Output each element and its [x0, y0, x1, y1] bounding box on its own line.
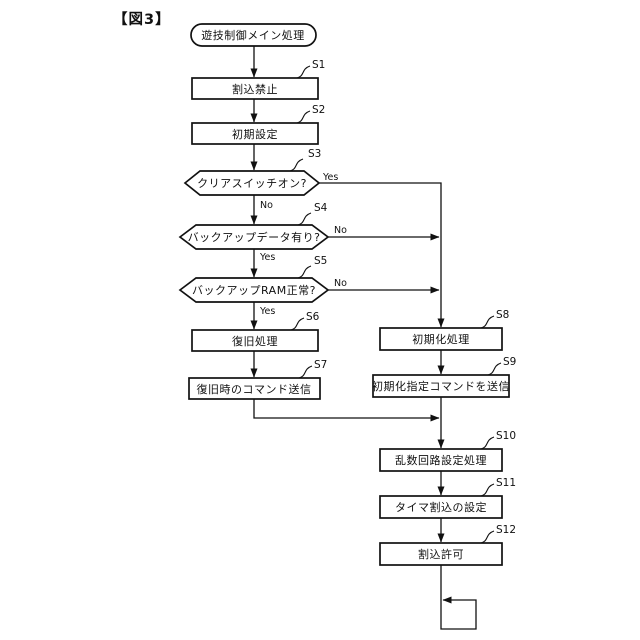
- s1-label: 割込禁止: [232, 82, 278, 96]
- s5-no-label: No: [334, 278, 347, 289]
- step-s10-process: 乱数回路設定処理 S10: [379, 430, 516, 472]
- s12-step-number: S12: [496, 524, 516, 536]
- s11-box: [379, 495, 503, 519]
- step-s2-process: 初期設定 S2: [191, 104, 325, 145]
- s3-hexagon: [183, 170, 321, 196]
- s1-leader-line: [296, 65, 311, 79]
- s6-leader-line: [290, 317, 305, 331]
- s11-step-number: S11: [496, 477, 516, 489]
- s2-label: 初期設定: [232, 127, 278, 141]
- s1-step-number: S1: [312, 59, 325, 71]
- step-s3-decision: クリアスイッチオン? S3: [183, 148, 321, 196]
- s8-label: 初期化処理: [412, 332, 470, 346]
- step-s8-process: 初期化処理 S8: [379, 309, 509, 351]
- branch-labels: Yes No No Yes No Yes: [259, 172, 347, 317]
- s5-leader-line: [297, 265, 312, 279]
- s2-step-number: S2: [312, 104, 325, 116]
- s9-leader-line: [487, 362, 502, 376]
- s8-leader-line: [480, 315, 495, 329]
- s5-step-number: S5: [314, 255, 327, 267]
- step-s11-process: タイマ割込の設定 S11: [379, 477, 516, 519]
- edges: [250, 46, 477, 630]
- s4-no-label: No: [334, 225, 347, 236]
- s6-label: 復旧処理: [232, 335, 278, 348]
- s5-yes-label: Yes: [259, 306, 275, 317]
- s7-step-number: S7: [314, 359, 327, 371]
- step-s6-process: 復旧処理 S6: [191, 311, 320, 352]
- s8-box: [379, 327, 503, 351]
- s8-step-number: S8: [496, 309, 509, 321]
- s10-box: [379, 448, 503, 472]
- edge-s12-loop: [440, 565, 477, 630]
- s3-no-label: No: [260, 200, 273, 211]
- step-s12-process: 割込許可 S12: [379, 524, 516, 566]
- s7-box: [188, 377, 321, 400]
- s9-box: [372, 374, 510, 398]
- s11-leader-line: [480, 483, 495, 497]
- start-terminal-label: 遊技制御メイン処理: [201, 28, 305, 42]
- start-terminal: 遊技制御メイン処理: [190, 23, 317, 47]
- s9-label: 初期化指定コマンドを送信: [372, 379, 510, 393]
- s3-label: クリアスイッチオン?: [197, 177, 307, 190]
- s7-label: 復旧時のコマンド送信: [197, 382, 312, 396]
- s4-yes-label: Yes: [259, 252, 275, 263]
- s4-label: バックアップデータ有り?: [188, 230, 321, 244]
- s3-step-number: S3: [308, 148, 321, 160]
- step-s9-process: 初期化指定コマンドを送信 S9: [372, 356, 516, 398]
- s10-leader-line: [480, 436, 495, 450]
- step-s7-process: 復旧時のコマンド送信 S7: [188, 359, 327, 400]
- s2-leader-line: [296, 110, 311, 124]
- s5-hexagon: [178, 277, 330, 303]
- s11-label: タイマ割込の設定: [395, 500, 487, 514]
- s12-leader-line: [480, 530, 495, 544]
- s7-leader-line: [298, 365, 313, 379]
- step-s4-decision: バックアップデータ有り? S4: [178, 202, 330, 250]
- s1-box: [191, 77, 319, 100]
- s12-box: [379, 542, 503, 566]
- edge-s7-merge: [253, 399, 440, 422]
- s3-yes-label: Yes: [322, 172, 338, 183]
- s6-step-number: S6: [306, 311, 320, 323]
- s6-box: [191, 329, 319, 352]
- start-terminal-shape: [190, 23, 317, 47]
- figure-title: 【図3】: [113, 11, 171, 28]
- s3-leader-line: [289, 158, 304, 172]
- s4-hexagon: [178, 224, 330, 250]
- s9-step-number: S9: [503, 356, 516, 368]
- edge-s3-yes-s8: [319, 182, 445, 328]
- step-s1-process: 割込禁止 S1: [191, 59, 325, 100]
- s10-label: 乱数回路設定処理: [395, 453, 487, 467]
- s5-label: バックアップRAM正常?: [192, 284, 316, 297]
- step-s5-decision: バックアップRAM正常? S5: [178, 255, 330, 303]
- s2-box: [191, 122, 319, 145]
- s12-label: 割込許可: [418, 547, 464, 561]
- s4-step-number: S4: [314, 202, 328, 214]
- s4-leader-line: [297, 212, 312, 226]
- s10-step-number: S10: [496, 430, 516, 442]
